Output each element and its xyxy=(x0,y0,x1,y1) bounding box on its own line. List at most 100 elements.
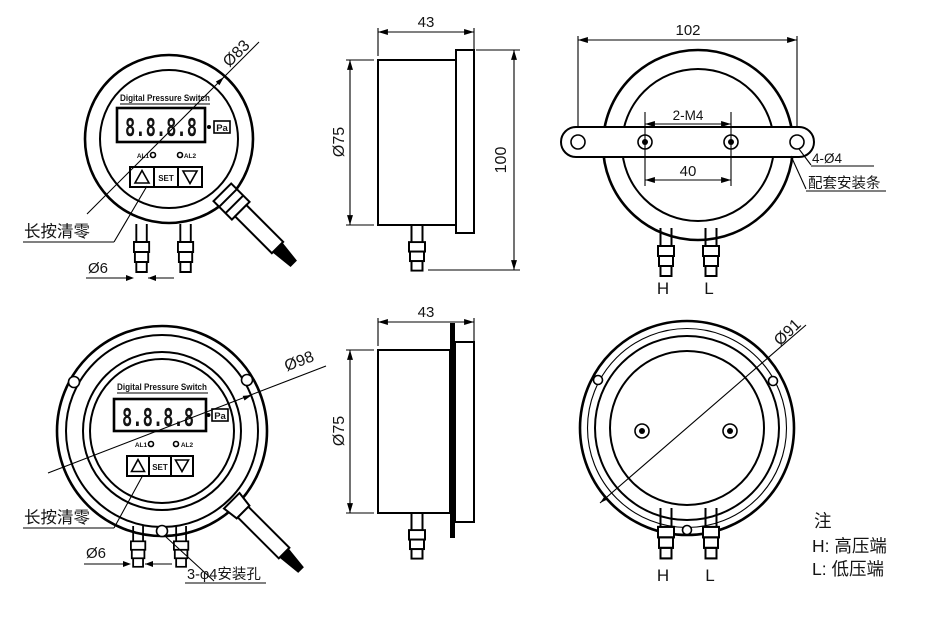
port-low-label: L xyxy=(705,566,714,585)
cable-tip xyxy=(272,242,297,267)
lcd-digits: 8.8.8.8 xyxy=(125,113,197,142)
view-back-bottom: H L Ø91 xyxy=(578,316,807,585)
unit-box xyxy=(213,120,231,134)
mount-hole xyxy=(67,375,81,389)
lcd-display xyxy=(112,397,208,433)
zero-note-label: 长按清零 xyxy=(24,222,91,241)
zero-note-leader xyxy=(113,185,148,243)
unit-dot xyxy=(206,413,211,417)
cable xyxy=(233,203,285,255)
front-bezel xyxy=(454,341,475,523)
hose-barb-connector xyxy=(701,506,721,560)
bar-name-leader xyxy=(790,155,807,190)
body-dia-label: Ø75 xyxy=(331,127,348,157)
bezel-circle xyxy=(82,351,242,511)
unit-dot xyxy=(207,125,211,129)
panel-flange-plate xyxy=(450,323,455,538)
thread-label: 2-M4 xyxy=(673,108,704,123)
set-button-label: SET xyxy=(158,174,174,183)
zero-note-leader xyxy=(113,474,144,529)
bar-name-label: 配套安装条 xyxy=(808,175,881,192)
view-front-small: Digital Pressure Switch 8.8.8.8 Pa AL1 A… xyxy=(23,37,297,281)
dia83-label: Ø83 xyxy=(220,37,253,70)
alarm1-label: AL1 xyxy=(135,442,148,449)
alarm1-led xyxy=(147,440,155,448)
alarm2-led xyxy=(176,151,184,159)
face-circle xyxy=(89,358,235,504)
front-bezel xyxy=(455,49,475,234)
case-outer-circle xyxy=(83,53,255,225)
alarm2-led xyxy=(172,440,180,448)
body-dia-label: Ø75 xyxy=(331,416,348,446)
depth-label: 43 xyxy=(418,14,435,31)
dia98-leader-line xyxy=(47,365,327,474)
hose-barb-connector xyxy=(176,223,195,273)
dim-arrow xyxy=(123,561,131,567)
case-circle xyxy=(609,350,765,506)
cable xyxy=(236,505,291,560)
height-label: 100 xyxy=(493,147,510,174)
dim-arrow xyxy=(148,275,156,281)
alarm1-label: AL1 xyxy=(137,153,150,160)
port-high-label: H xyxy=(657,566,669,585)
bar-width-label: 102 xyxy=(675,22,700,39)
down-arrow-icon xyxy=(181,170,199,186)
dia91-label: Ø91 xyxy=(771,316,805,349)
unit-box xyxy=(211,408,229,422)
port-low-label: L xyxy=(704,279,713,298)
unit-label: Pa xyxy=(214,411,226,422)
cable-tip xyxy=(279,548,304,573)
bar-holes-label: 4-Ø4 xyxy=(812,151,843,166)
unit-label: Pa xyxy=(216,123,228,134)
bezel-inner-circle xyxy=(99,69,239,209)
hose-barb-connector xyxy=(408,224,426,272)
set-button-label: SET xyxy=(152,463,168,472)
dia98-arrow xyxy=(242,395,252,401)
mount-hole xyxy=(767,375,779,387)
hose-barb-connector xyxy=(408,512,426,560)
up-arrow-icon xyxy=(133,168,151,184)
alarm1-led xyxy=(149,151,157,159)
mount-holes-leader xyxy=(165,536,215,582)
cable-gland xyxy=(212,182,297,267)
alarm2-label: AL2 xyxy=(184,153,197,160)
dia91-arrow xyxy=(600,495,609,503)
dia83-leader-line xyxy=(86,41,260,215)
case-body xyxy=(377,349,451,514)
port-high-label: H xyxy=(657,279,669,298)
flange-inner-circle xyxy=(594,335,780,521)
dim-arrow xyxy=(126,275,134,281)
view-side-top: 43 Ø75 100 xyxy=(331,14,520,272)
up-arrow-icon xyxy=(130,457,146,473)
note-low: L: 低压端 xyxy=(812,559,884,579)
notes-block: 注 H: 高压端 L: 低压端 xyxy=(812,511,887,579)
port-dia-label: Ø6 xyxy=(88,260,108,277)
hose-barb-connector xyxy=(656,506,676,560)
lcd-display xyxy=(115,106,207,144)
hole-span-label: 40 xyxy=(680,163,697,180)
bar-end-hole xyxy=(570,134,586,150)
dim-arrow xyxy=(145,561,153,567)
bar-holes-leader xyxy=(798,148,812,166)
mounting-bar xyxy=(560,126,815,158)
cable-gland xyxy=(222,491,304,573)
mount-hole xyxy=(240,373,254,387)
alarm2-label: AL2 xyxy=(181,442,194,449)
device-face: Digital Pressure Switch 8.8.8.8 Pa AL1 A… xyxy=(112,382,229,477)
note-title: 注 xyxy=(814,511,832,531)
mount-hole xyxy=(592,374,604,386)
dia83-arrow xyxy=(215,77,224,86)
view-side-bottom: 43 Ø75 xyxy=(331,304,475,560)
mount-hole xyxy=(681,524,693,536)
bar-end-hole xyxy=(789,134,805,150)
zero-note-label: 长按清零 xyxy=(24,508,91,527)
port-dia-label: Ø6 xyxy=(86,545,106,562)
mount-hole xyxy=(155,524,169,538)
view-front-large: Digital Pressure Switch 8.8.8.8 Pa AL1 A… xyxy=(23,324,327,584)
depth-label: 43 xyxy=(418,304,435,321)
hose-barb-connector xyxy=(702,227,720,277)
device-face: Digital Pressure Switch 8.8.8.8 Pa AL1 A… xyxy=(115,93,231,188)
view-back-top: H L 102 2-M4 40 4-Ø4 配套安装条 xyxy=(560,22,886,298)
